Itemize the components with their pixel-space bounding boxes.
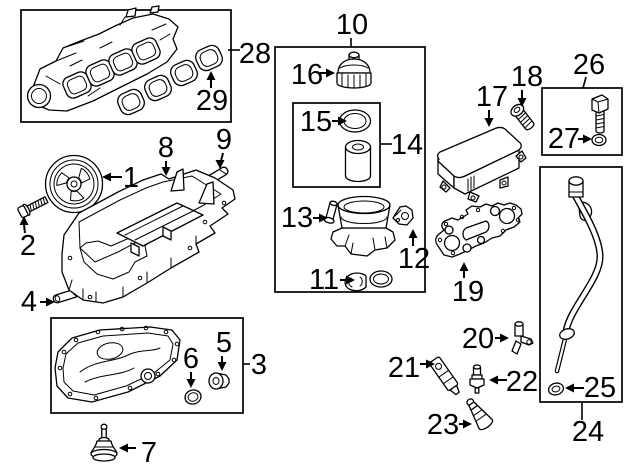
oil-cooler-drawing: [436, 126, 527, 203]
callout-18-label: 18: [511, 61, 543, 93]
callout-28-label: 28: [239, 38, 271, 70]
pulley-bolt-drawing: [17, 196, 49, 219]
callout-5: 5: [216, 327, 232, 371]
drain-valve-7-drawing: [90, 423, 118, 462]
callout-27-label: 27: [548, 123, 580, 155]
callout-14-label: 14: [391, 129, 423, 161]
housing-bolt-drawing: [323, 200, 338, 224]
callout-24-label: 24: [572, 416, 604, 448]
lower-pan-group-box: [50, 317, 244, 414]
callout-27: 27: [548, 123, 592, 155]
callout-7: 7: [119, 437, 157, 469]
callout-5-label: 5: [216, 327, 232, 359]
callout-10-label: 10: [336, 9, 368, 41]
callout-21: 21: [388, 352, 435, 384]
callout-13: 13: [281, 202, 328, 234]
callout-4-label: 4: [21, 286, 37, 318]
callout-25-label: 25: [584, 372, 616, 404]
callout-18: 18: [511, 61, 543, 107]
callout-11-label: 11: [309, 264, 339, 296]
callout-9: 9: [215, 124, 232, 169]
dipstick-box: [539, 166, 623, 403]
callout-9-label: 9: [216, 124, 232, 156]
filter-element-drawing: [344, 139, 372, 183]
callout-12: 12: [398, 229, 430, 275]
callout-17-label: 17: [476, 81, 508, 113]
callout-15: 15: [300, 106, 347, 138]
callout-17: 17: [476, 81, 508, 127]
callout-22: 22: [489, 366, 538, 398]
callout-23: 23: [427, 409, 472, 441]
upper-oil-pan-drawing: [61, 168, 236, 304]
callout-7-label: 7: [141, 437, 157, 469]
filter-housing-drawing: [330, 195, 396, 257]
callout-24: 24: [572, 403, 604, 448]
callout-8-label: 8: [158, 132, 174, 164]
cam-sensor-drawing: [511, 321, 534, 355]
callout-2: 2: [19, 216, 36, 262]
callout-21-label: 21: [388, 352, 420, 384]
oil-pressure-switch-drawing: [469, 364, 485, 394]
callout-29-label: 29: [196, 85, 228, 117]
lower-oil-pan-drawing: [54, 325, 181, 403]
callout-29: 29: [196, 71, 228, 117]
callout-3-label: 3: [251, 349, 267, 381]
callout-1-label: 1: [123, 162, 139, 194]
drain-plug-drawing: [208, 372, 230, 390]
crankshaft-pulley-drawing: [44, 154, 104, 214]
cooler-gasket-drawing: [435, 202, 523, 258]
filter-cap-drawing: [336, 51, 372, 89]
callout-23-label: 23: [427, 409, 459, 441]
callout-16-label: 16: [291, 59, 323, 91]
intake-gaskets-drawing: [117, 44, 223, 116]
seal-ring-6-drawing: [184, 389, 202, 405]
washer-27-drawing: [591, 133, 607, 147]
intake-manifold-drawing: [26, 5, 179, 112]
callout-8: 8: [158, 132, 174, 176]
callout-2-label: 2: [20, 230, 36, 262]
callout-14: 14: [381, 129, 423, 161]
oil-filter-group-box: [274, 46, 426, 293]
sensor-21-drawing: [429, 356, 460, 396]
bracket-drawing: [392, 205, 414, 226]
callout-20: 20: [462, 323, 509, 355]
callout-11: 11: [309, 264, 355, 296]
sensor-23-drawing: [466, 398, 494, 431]
dipstick-drawing: [554, 176, 604, 374]
stud-bolt-drawing: [591, 94, 609, 134]
callout-6-label: 6: [183, 343, 199, 375]
callout-13-label: 13: [281, 202, 313, 234]
callout-10: 10: [336, 9, 368, 47]
bolt-kit-box: [541, 87, 623, 156]
callout-26: 26: [573, 49, 605, 89]
callout-3: 3: [243, 349, 267, 381]
callout-15-label: 15: [300, 106, 332, 138]
filter-cartridge-box: [292, 102, 381, 188]
callout-4: 4: [21, 286, 55, 318]
callout-22-label: 22: [506, 366, 538, 398]
intake-group-box: [20, 9, 232, 123]
callout-28: 28: [228, 38, 271, 70]
callout-19: 19: [452, 262, 484, 308]
callout-16: 16: [291, 59, 335, 91]
callout-20-label: 20: [462, 323, 494, 355]
callout-12-label: 12: [398, 243, 430, 275]
callout-1: 1: [102, 162, 139, 194]
cooler-bolt-drawing: [510, 103, 535, 131]
callout-25: 25: [565, 372, 616, 404]
callout-26-label: 26: [573, 49, 605, 81]
dipstick-seal-drawing: [547, 382, 565, 396]
callout-6: 6: [183, 343, 199, 388]
callout-19-label: 19: [452, 276, 484, 308]
